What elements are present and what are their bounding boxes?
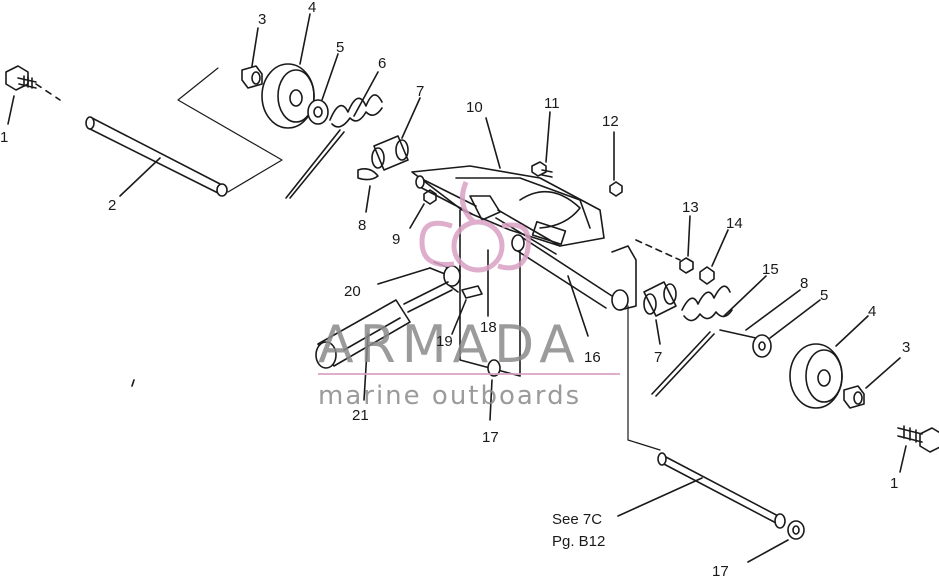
callout-19: 19 xyxy=(436,333,453,350)
callout-5-left: 5 xyxy=(336,39,344,56)
clip-left xyxy=(357,168,379,213)
watermark-subtitle: marine outboards xyxy=(318,381,581,411)
callout-14: 14 xyxy=(726,215,743,232)
watermark-logo-icon xyxy=(419,181,531,273)
callout-18: 18 xyxy=(480,319,497,336)
shaft-left xyxy=(85,67,283,197)
pulley-left xyxy=(261,13,315,129)
screw xyxy=(531,111,553,178)
callout-3-right: 3 xyxy=(902,339,910,356)
watermark: ARMADA marine outboards xyxy=(318,181,620,411)
watermark-title: ARMADA xyxy=(318,315,581,375)
callout-20: 20 xyxy=(344,283,361,300)
reference-line-2: Pg. B12 xyxy=(552,533,605,550)
pulley-right xyxy=(789,315,869,409)
callout-13: 13 xyxy=(682,199,699,216)
callout-4-left: 4 xyxy=(308,0,316,16)
reference-line-1: See 7C xyxy=(552,511,602,528)
shaft-right xyxy=(617,305,805,563)
callout-9: 9 xyxy=(392,231,400,248)
sleeve-right xyxy=(643,281,677,345)
callout-21: 21 xyxy=(352,407,369,424)
callout-5-right: 5 xyxy=(820,287,828,304)
nut-12 xyxy=(609,131,623,197)
callout-4-right: 4 xyxy=(868,303,876,320)
callout-17-right: 17 xyxy=(712,563,729,578)
spring-right xyxy=(651,275,767,397)
bushing-left xyxy=(241,27,263,89)
bolt-left xyxy=(5,65,61,125)
bracket-assembly xyxy=(411,117,637,421)
spring-left xyxy=(285,71,383,199)
callouts: 1 2 3 4 5 6 7 8 9 10 11 12 13 14 15 8 5 … xyxy=(0,0,910,578)
washer-left xyxy=(307,53,339,125)
callout-7-right: 7 xyxy=(654,349,662,366)
callout-2: 2 xyxy=(108,197,116,214)
sleeve-left xyxy=(371,97,421,171)
callout-8-right: 8 xyxy=(800,275,808,292)
callout-1-left: 1 xyxy=(0,129,8,146)
washer-right xyxy=(752,299,821,358)
damper-cylinder xyxy=(131,281,453,401)
reference-note: See 7C Pg. B12 xyxy=(552,511,605,550)
callout-1-right: 1 xyxy=(890,475,898,492)
link-right xyxy=(745,289,801,331)
nut-14 xyxy=(699,229,729,285)
callout-6: 6 xyxy=(378,55,386,72)
callout-10: 10 xyxy=(466,99,483,116)
callout-3-left: 3 xyxy=(258,11,266,28)
pin-20 xyxy=(377,261,461,293)
callout-16: 16 xyxy=(584,349,601,366)
bushing-right xyxy=(843,357,901,409)
pin-19 xyxy=(451,285,483,335)
callout-7-left: 7 xyxy=(416,83,424,100)
callout-12: 12 xyxy=(602,113,619,130)
callout-8-left: 8 xyxy=(358,217,366,234)
bolt-right xyxy=(897,425,939,473)
callout-15: 15 xyxy=(762,261,779,278)
callout-11: 11 xyxy=(544,95,560,112)
nut-13 xyxy=(635,215,694,274)
callout-17-center: 17 xyxy=(482,429,499,446)
